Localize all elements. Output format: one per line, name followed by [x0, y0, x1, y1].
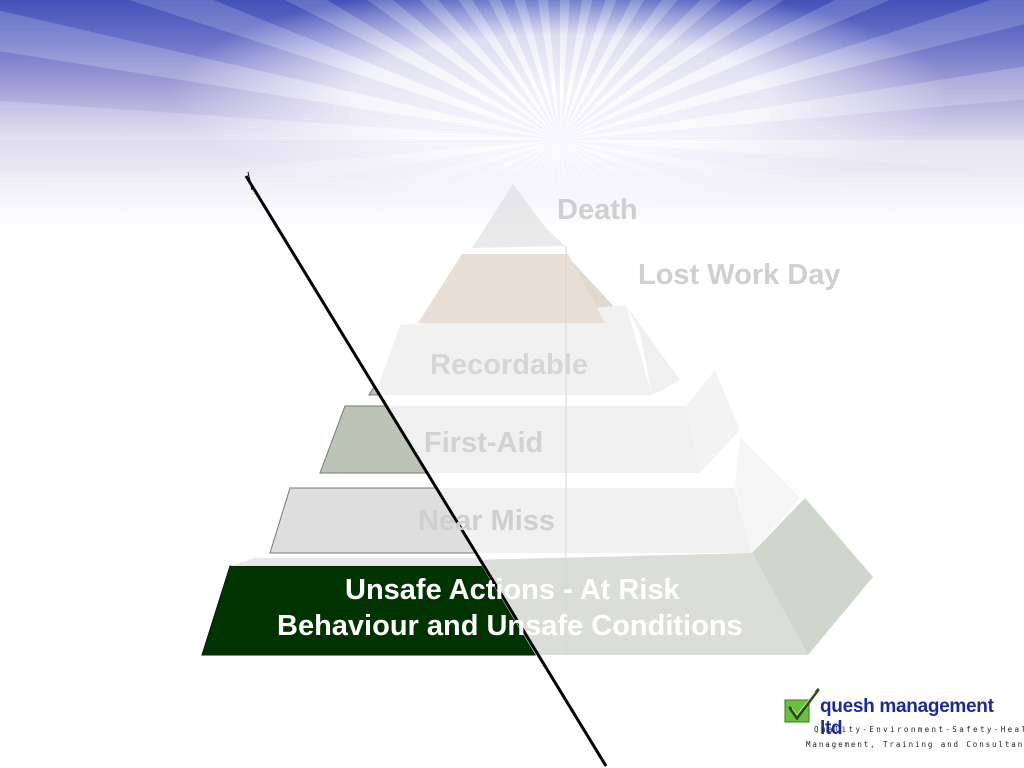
company-name: quesh management ltd [820, 696, 994, 739]
checkmark-logo-icon [784, 688, 820, 723]
tier-label-recordable: Recordable [430, 349, 588, 381]
recordable-tier-front-face [375, 305, 652, 395]
tier-label-lost-work-day: Lost Work Day [638, 259, 841, 291]
recordable-tier-side-face [626, 305, 680, 395]
base-tier-side-face [752, 498, 873, 655]
lost-work-day-tier-side-face [568, 257, 620, 323]
tier-label-base-line2: Behaviour and Unsafe Conditions [277, 610, 743, 642]
company-tagline-services: Quality-Environment-Safety-Health [814, 725, 1024, 734]
near-miss-tier-side-face [735, 437, 800, 553]
death-tier-face [472, 184, 565, 248]
lost-work-day-tier-front-face [418, 254, 605, 323]
tier-label-base-line1: Unsafe Actions - At Risk [345, 574, 680, 606]
sky-light-rays [0, 0, 1024, 200]
first-aid-tier-side-face [686, 370, 740, 473]
tier-label-death: Death [557, 194, 638, 226]
tier-label-near-miss: Near Miss [418, 505, 556, 537]
company-logo: quesh management ltd Quality-Environment… [782, 680, 1024, 760]
company-tagline-offering: Management, Training and Consultancy [806, 740, 1024, 749]
diagonal-divider-line [244, 175, 608, 767]
diagonal-divider-tick [247, 171, 253, 191]
tier-label-first-aid: First-Aid [424, 427, 544, 459]
